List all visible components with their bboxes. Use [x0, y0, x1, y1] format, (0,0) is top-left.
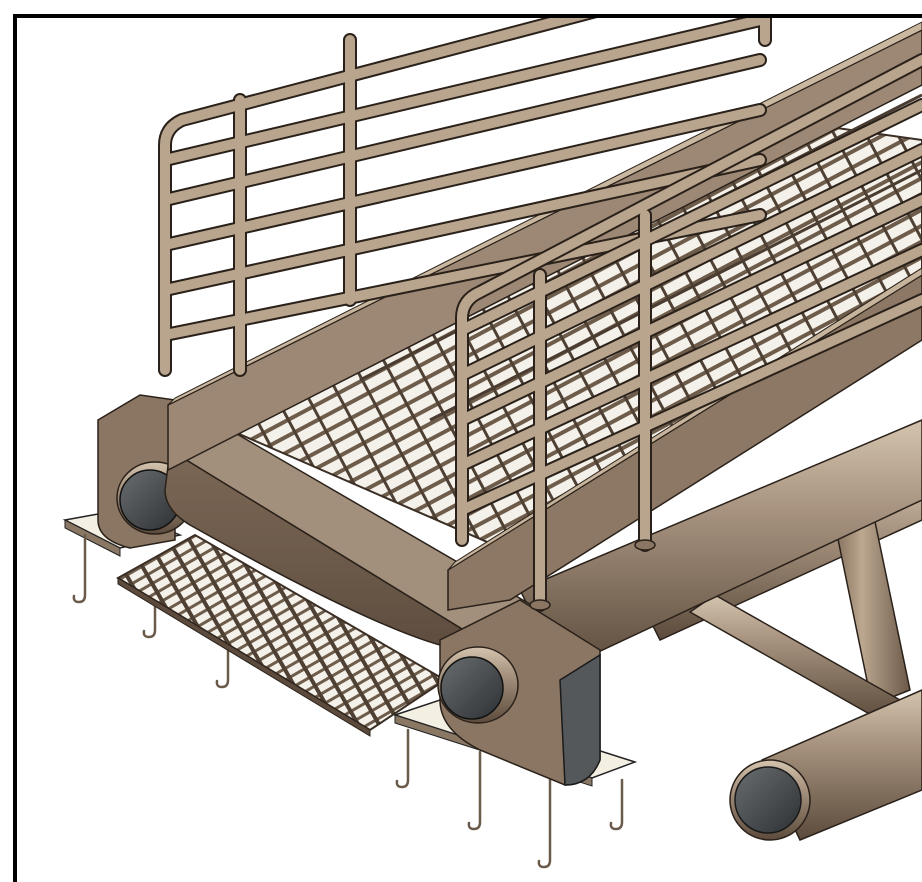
right-end-block	[437, 599, 601, 786]
left-end-block	[97, 394, 194, 549]
right-end-plate	[559, 653, 601, 786]
anchor-hooks-right	[395, 728, 624, 869]
right-pipe-end-cap	[440, 656, 504, 720]
pipe-end-cap	[734, 766, 802, 834]
anchor-hooks	[72, 533, 230, 689]
right-handrail	[455, 53, 922, 612]
